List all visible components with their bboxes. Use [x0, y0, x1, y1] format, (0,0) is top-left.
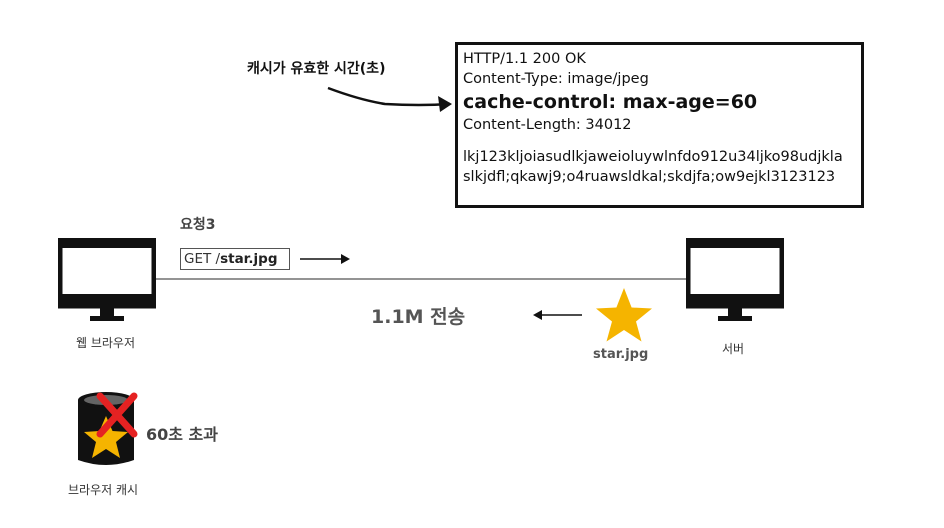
annotation-arrow-head [438, 96, 452, 112]
server-label: 서버 [722, 342, 745, 356]
request-method: GET / [184, 251, 221, 267]
cache-valid-time-label: 캐시가 유효한 시간(초) [247, 61, 386, 77]
cross-icon [96, 392, 138, 438]
response-cache-control: cache-control: max-age=60 [463, 91, 758, 113]
http-response-box: HTTP/1.1 200 OK Content-Type: image/jpeg… [455, 42, 864, 208]
star-icon [596, 288, 652, 342]
request-arrow-head [341, 254, 350, 264]
transfer-label: 1.1M 전송 [371, 306, 466, 328]
request-number-label: 요청3 [180, 217, 216, 233]
response-arrow-head [533, 310, 542, 320]
database-icon [78, 392, 134, 465]
request-line-box: GET /star.jpg [180, 248, 290, 270]
response-body-line-1: lkj123kljoiasudlkjaweioluywlnfdo912u34lj… [463, 149, 843, 165]
cache-expired-label: 60초 초과 [146, 425, 218, 444]
annotation-arrow [327, 86, 451, 107]
response-content-type: Content-Type: image/jpeg [463, 71, 649, 87]
monitor-icon [686, 238, 784, 321]
request-path: star.jpg [220, 251, 278, 267]
response-body-line-2: slkjdfl;qkawj9;o4ruawsldkal;skdjfa;ow9ej… [463, 169, 836, 185]
cached-star-shape [84, 416, 128, 458]
response-content-length: Content-Length: 34012 [463, 117, 632, 133]
response-gap [463, 135, 861, 147]
browser-cache-label: 브라우저 캐시 [68, 483, 139, 497]
star-shape [596, 288, 652, 342]
response-status-line: HTTP/1.1 200 OK [463, 51, 586, 67]
monitor-icon [58, 238, 156, 321]
server-file-label: star.jpg [593, 347, 649, 362]
browser-label: 웹 브라우저 [76, 336, 136, 350]
